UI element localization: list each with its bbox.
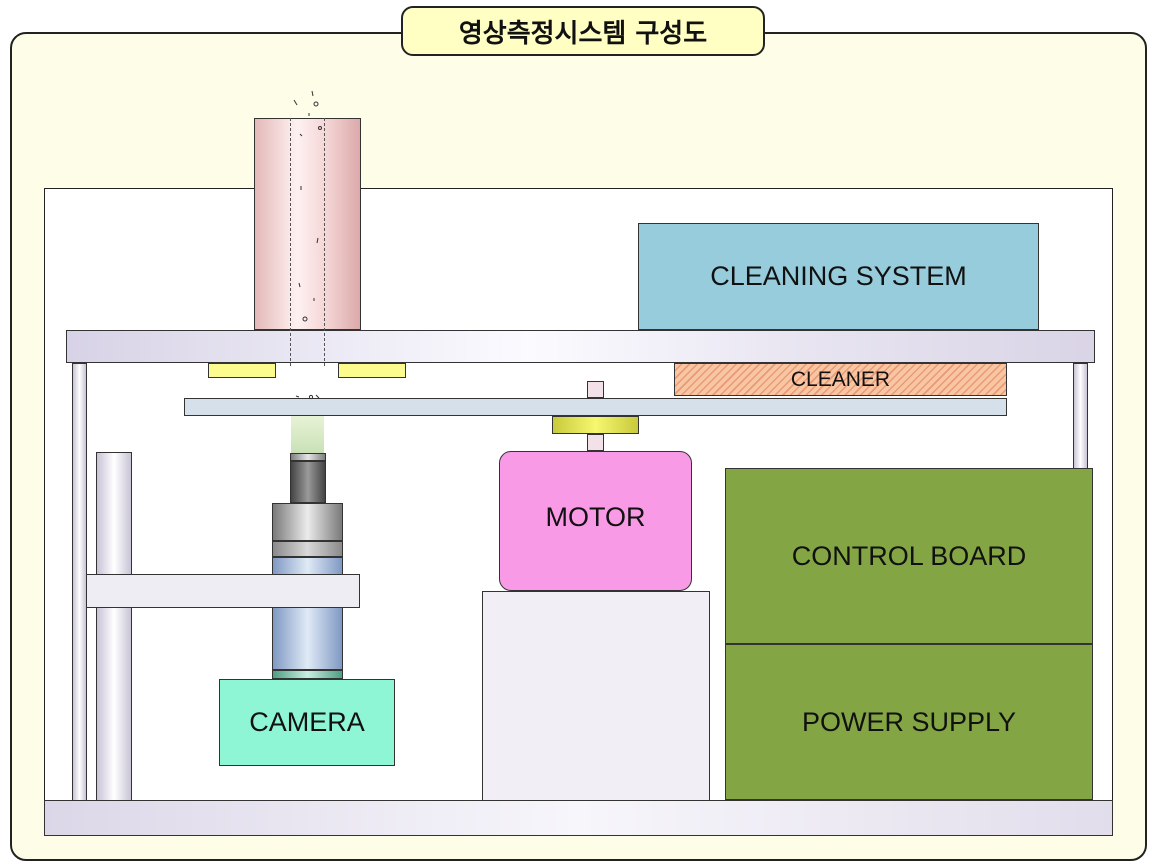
motor-shaft-top bbox=[587, 381, 604, 398]
power-supply: POWER SUPPLY bbox=[725, 644, 1093, 800]
motor-shaft bbox=[587, 434, 604, 451]
cleaner: CLEANER bbox=[674, 363, 1007, 396]
base-plate bbox=[44, 800, 1113, 836]
camera-stand-arm bbox=[86, 574, 360, 608]
lens-mount bbox=[272, 670, 343, 679]
rotating-disc bbox=[184, 398, 1007, 416]
lens-barrel-upper bbox=[272, 503, 343, 541]
sample-tube bbox=[254, 118, 361, 330]
motor-stand bbox=[482, 591, 710, 801]
diagram-title: 영상측정시스템 구성도 bbox=[401, 6, 765, 56]
light-beam bbox=[291, 416, 324, 454]
lens-ring bbox=[272, 541, 343, 557]
lens-tip bbox=[290, 453, 326, 461]
shaft-coupler bbox=[552, 416, 639, 434]
light-source-left bbox=[208, 363, 276, 378]
top-plate bbox=[66, 330, 1095, 363]
sample-channel bbox=[290, 118, 325, 366]
support-post-left bbox=[72, 363, 87, 801]
motor: MOTOR bbox=[499, 451, 692, 591]
light-source-right bbox=[338, 363, 406, 378]
cleaning-system: CLEANING SYSTEM bbox=[638, 223, 1039, 330]
control-board: CONTROL BOARD bbox=[725, 468, 1093, 644]
camera-stand-pole bbox=[96, 452, 132, 801]
lens-barrel-dark bbox=[290, 461, 326, 503]
camera: CAMERA bbox=[219, 679, 395, 766]
